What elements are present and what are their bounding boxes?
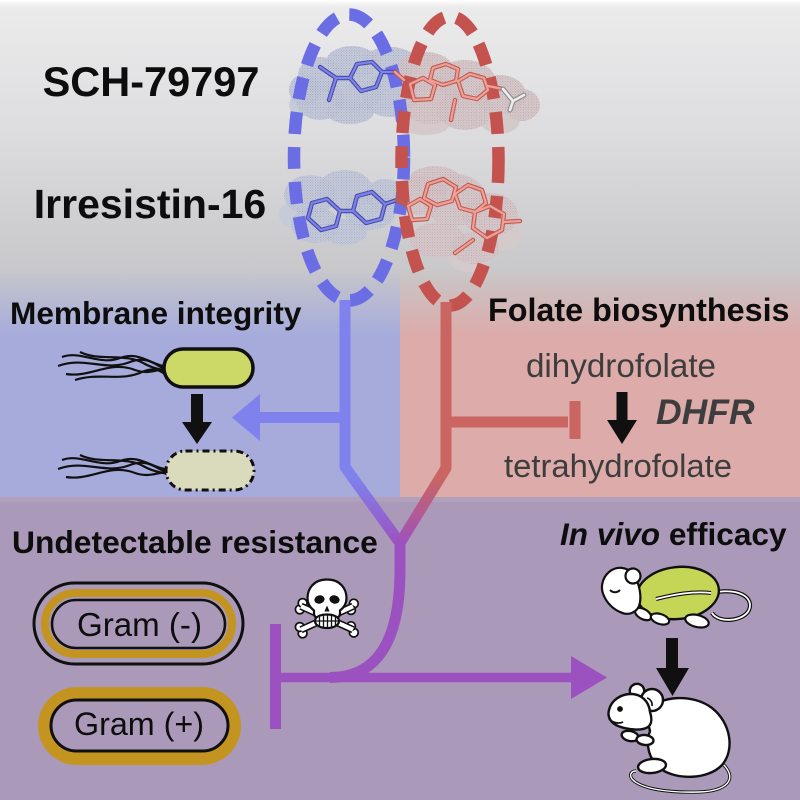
svg-text:Folate biosynthesis: Folate biosynthesis (488, 292, 790, 328)
svg-text:Irresistin-16: Irresistin-16 (34, 181, 266, 227)
svg-text:In vivo efficacy: In vivo efficacy (560, 516, 787, 552)
svg-text:Gram (+): Gram (+) (74, 706, 204, 742)
svg-text:Membrane integrity: Membrane integrity (10, 295, 302, 331)
svg-text:dihydrofolate: dihydrofolate (526, 348, 716, 385)
svg-text:DHFR: DHFR (656, 392, 755, 432)
svg-text:Gram (-): Gram (-) (77, 607, 202, 644)
svg-text:SCH-79797: SCH-79797 (43, 58, 260, 105)
svg-text:Undetectable resistance: Undetectable resistance (12, 524, 378, 560)
svg-text:tetrahydrofolate: tetrahydrofolate (504, 447, 732, 484)
